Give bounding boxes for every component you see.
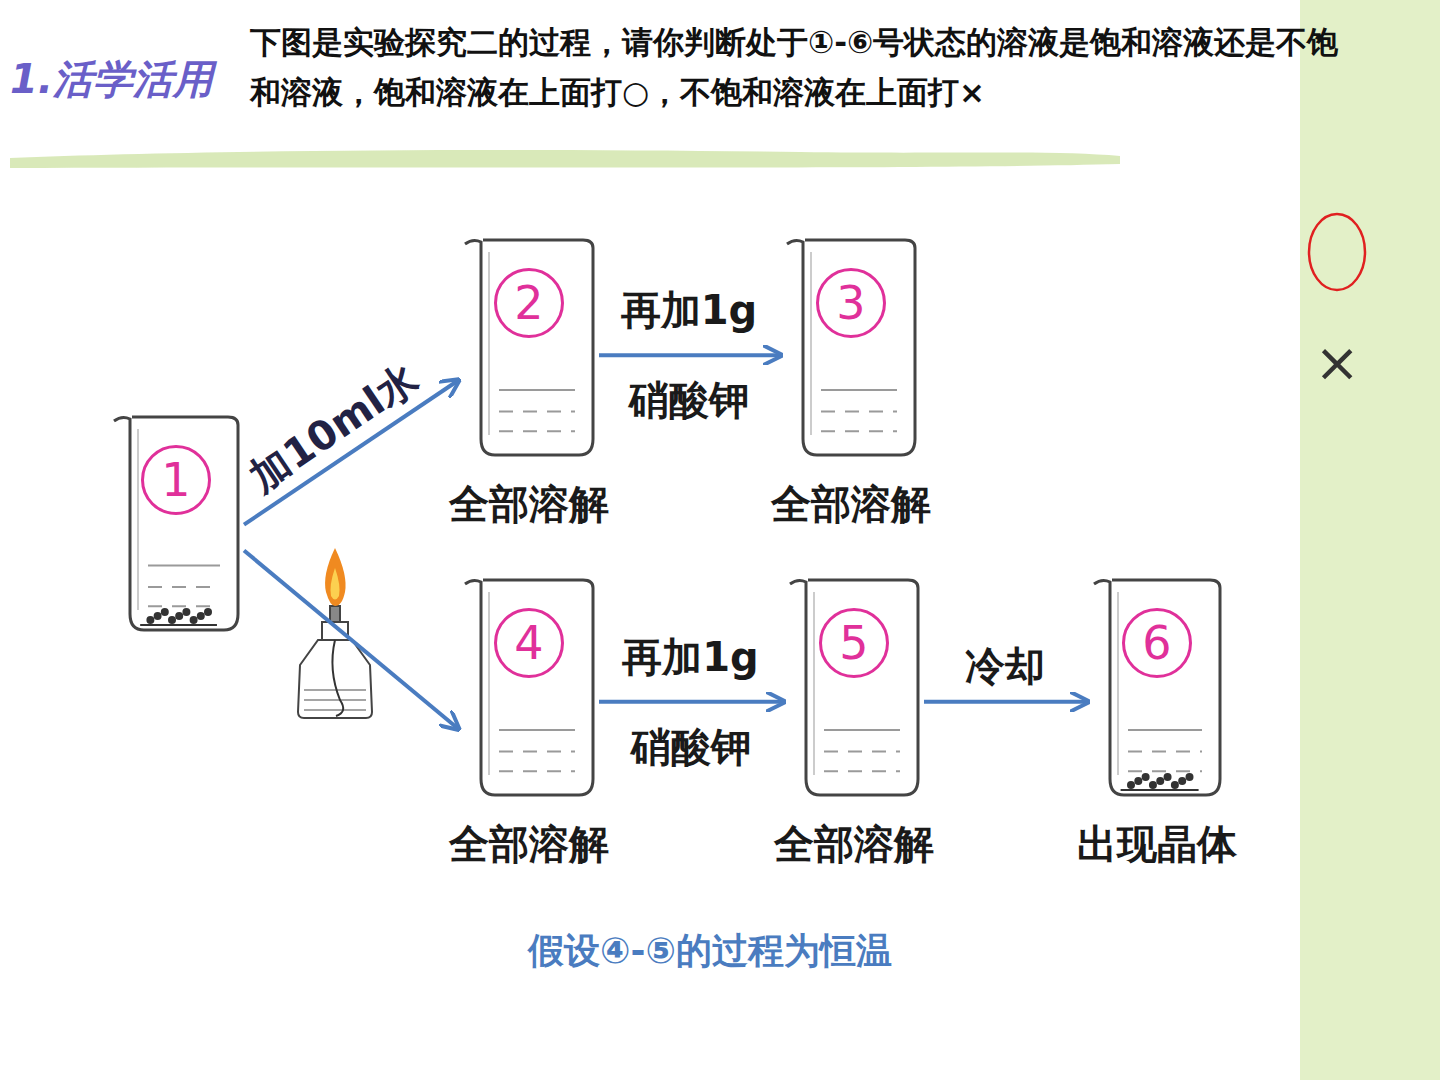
process-arrow — [599, 353, 779, 357]
beaker-glass — [787, 240, 915, 455]
glass-highlight — [488, 592, 490, 775]
liquid-line — [821, 411, 897, 413]
liquid-line — [148, 605, 220, 607]
step-label: 加10ml水 — [239, 352, 428, 504]
glass-highlight — [810, 252, 812, 435]
liquid-line — [148, 565, 220, 567]
cross-mark: × — [1310, 320, 1364, 406]
beaker-number: 6 — [1142, 620, 1171, 666]
liquid-line — [499, 430, 575, 432]
number-circle: 1 — [141, 445, 211, 515]
section-title: 1.活学活用 — [10, 52, 213, 107]
liquid-line — [824, 770, 900, 772]
glass-highlight — [1117, 592, 1119, 775]
beaker: 2全部溶解 — [463, 238, 595, 455]
beaker-number: 1 — [161, 457, 190, 503]
beaker-glass — [114, 417, 238, 630]
liquid-line — [499, 770, 575, 772]
step-label: 再加1g 硝酸钾 — [616, 612, 766, 792]
result-caption: 全部溶解 — [774, 817, 934, 872]
crystals — [1121, 773, 1199, 790]
beaker: 4全部溶解 — [463, 578, 595, 795]
liquid-line — [499, 389, 575, 391]
beaker-glass — [465, 580, 593, 795]
glass-highlight — [488, 252, 490, 435]
number-circle: 4 — [494, 608, 564, 678]
header-rule — [10, 150, 1120, 168]
beaker-glass — [790, 580, 918, 795]
liquid-line — [1128, 751, 1202, 753]
result-caption: 全部溶解 — [449, 477, 609, 532]
alcohol-lamp — [298, 548, 372, 718]
side-panel — [1300, 0, 1440, 1080]
process-arrow — [244, 550, 457, 727]
beaker-number: 2 — [514, 280, 543, 326]
beaker-number: 3 — [836, 280, 865, 326]
instruction-text: 下图是实验探究二的过程，请你判断处于①-⑥号状态的溶液是饱和溶液还是不饱和溶液，… — [250, 18, 1340, 117]
process-arrow — [599, 700, 782, 704]
liquid-line — [499, 729, 575, 731]
liquid-line — [148, 586, 220, 588]
liquid-line — [824, 729, 900, 731]
assumption-note: 假设④-⑤的过程为恒温 — [410, 922, 1010, 980]
result-caption: 全部溶解 — [449, 817, 609, 872]
liquid-line — [499, 411, 575, 413]
beaker: 3全部溶解 — [785, 238, 917, 455]
step-label: 冷却 — [965, 639, 1045, 694]
liquid-line — [821, 430, 897, 432]
liquid-line — [821, 389, 897, 391]
beaker-glass — [465, 240, 593, 455]
number-circle: 5 — [819, 608, 889, 678]
number-circle: 3 — [816, 268, 886, 338]
result-caption: 全部溶解 — [771, 477, 931, 532]
beaker: 1 — [112, 415, 240, 630]
beaker-number: 4 — [514, 620, 543, 666]
liquid-line — [1128, 729, 1202, 731]
beaker: 6出现晶体 — [1092, 578, 1222, 795]
liquid-line — [824, 751, 900, 753]
result-caption: 出现晶体 — [1077, 817, 1237, 872]
process-arrow — [924, 700, 1086, 704]
crystals — [140, 608, 217, 625]
beaker-glass — [1094, 580, 1220, 795]
number-circle: 2 — [494, 268, 564, 338]
liquid-line — [1128, 770, 1202, 772]
step-label: 再加1g 硝酸钾 — [614, 265, 764, 445]
liquid-line — [499, 751, 575, 753]
glass-highlight — [137, 429, 139, 610]
number-circle: 6 — [1122, 608, 1192, 678]
beaker-number: 5 — [839, 620, 868, 666]
glass-highlight — [813, 592, 815, 775]
beaker: 5全部溶解 — [788, 578, 920, 795]
circle-mark — [1309, 214, 1365, 290]
